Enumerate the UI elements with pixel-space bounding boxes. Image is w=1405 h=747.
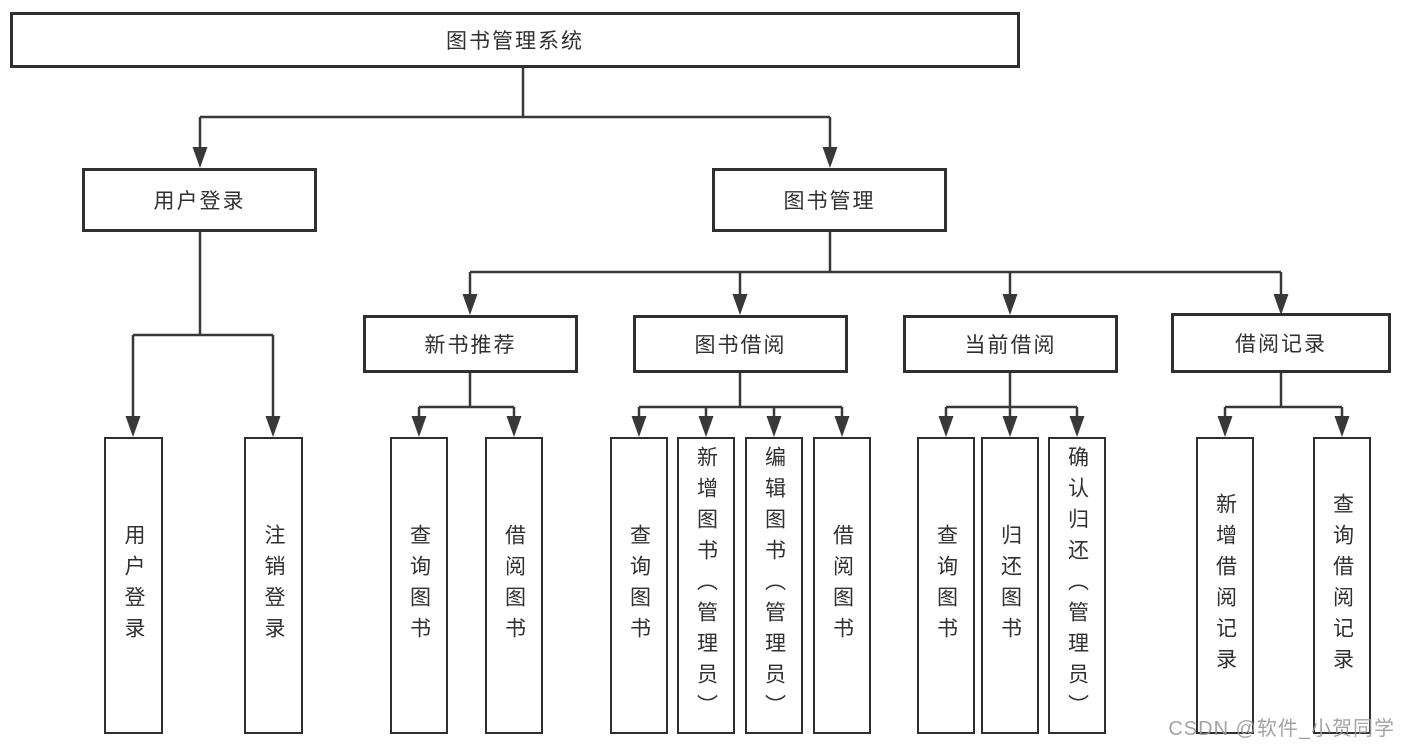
connector-new-book-children — [411, 373, 522, 437]
node-user-login: 用户登录 — [82, 168, 317, 232]
arrowhead — [732, 294, 748, 315]
leaf-label: 借阅图书 — [502, 523, 526, 648]
arrowhead — [631, 416, 647, 437]
node-current-borrowing: 当前借阅 — [903, 315, 1118, 373]
csdn-watermark: CSDN @软件_小贺同学 — [1168, 718, 1395, 740]
arrowhead — [1334, 416, 1350, 437]
connector-borrow-records-children — [1217, 373, 1350, 437]
connector-root-to-level2 — [192, 68, 838, 168]
arrowhead — [1002, 294, 1018, 315]
leaf-label: 查询图书 — [934, 523, 958, 648]
node-new-book-recommendation: 新书推荐 — [363, 315, 578, 373]
node-leaf-query-books-current: 查询图书 — [917, 437, 975, 734]
arrowhead — [698, 416, 714, 437]
node-leaf-add-borrow-record: 新增借阅记录 — [1196, 437, 1254, 734]
leaf-label: 新增借阅记录 — [1213, 492, 1237, 679]
leaf-label: 借阅图书 — [830, 523, 854, 648]
arrowhead — [766, 416, 782, 437]
node-borrowing-records: 借阅记录 — [1171, 313, 1391, 373]
node-leaf-query-borrow-record: 查询借阅记录 — [1313, 437, 1371, 734]
node-leaf-borrow-books: 借阅图书 — [813, 437, 871, 734]
arrowhead — [1002, 416, 1018, 437]
node-leaf-edit-books-admin: 编辑图书（管理员） — [745, 437, 803, 734]
leaf-label: 查询图书 — [407, 523, 431, 648]
arrowhead — [462, 294, 478, 315]
arrowhead — [192, 147, 208, 168]
connector-book-management-children — [462, 232, 1289, 315]
leaf-label: 注销登录 — [262, 523, 285, 648]
node-root-library-system: 图书管理系统 — [10, 12, 1020, 68]
node-leaf-logout: 注销登录 — [244, 437, 303, 734]
connector-user-login-children — [125, 232, 281, 437]
arrowhead — [411, 416, 427, 437]
arrowhead — [938, 416, 954, 437]
arrowhead — [506, 416, 522, 437]
leaf-label: 用户登录 — [122, 523, 145, 648]
node-leaf-return-books: 归还图书 — [981, 437, 1039, 734]
leaf-label: 查询图书 — [627, 523, 651, 648]
arrowhead — [125, 416, 141, 437]
leaf-label: 确认归还（管理员） — [1065, 446, 1089, 725]
node-leaf-confirm-return-admin: 确认归还（管理员） — [1048, 437, 1106, 734]
arrowhead — [1273, 294, 1289, 315]
node-leaf-user-login: 用户登录 — [104, 437, 163, 734]
leaf-label: 归还图书 — [998, 523, 1022, 648]
node-book-borrowing: 图书借阅 — [633, 315, 848, 373]
leaf-label: 编辑图书（管理员） — [762, 446, 786, 725]
arrowhead — [822, 147, 838, 168]
node-leaf-borrow-books-recommend: 借阅图书 — [485, 437, 543, 734]
connector-book-borrowing-children — [631, 373, 850, 437]
arrowhead — [834, 416, 850, 437]
arrowhead — [1069, 416, 1085, 437]
node-leaf-query-books-recommend: 查询图书 — [390, 437, 448, 734]
connector-current-borrowing-children — [938, 373, 1085, 437]
node-leaf-query-books-borrowing: 查询图书 — [610, 437, 668, 734]
leaf-label: 查询借阅记录 — [1330, 492, 1354, 679]
node-book-management: 图书管理 — [712, 168, 947, 232]
arrowhead — [265, 416, 281, 437]
node-leaf-add-books-admin: 新增图书（管理员） — [677, 437, 735, 734]
leaf-label: 新增图书（管理员） — [694, 446, 718, 725]
arrowhead — [1217, 416, 1233, 437]
